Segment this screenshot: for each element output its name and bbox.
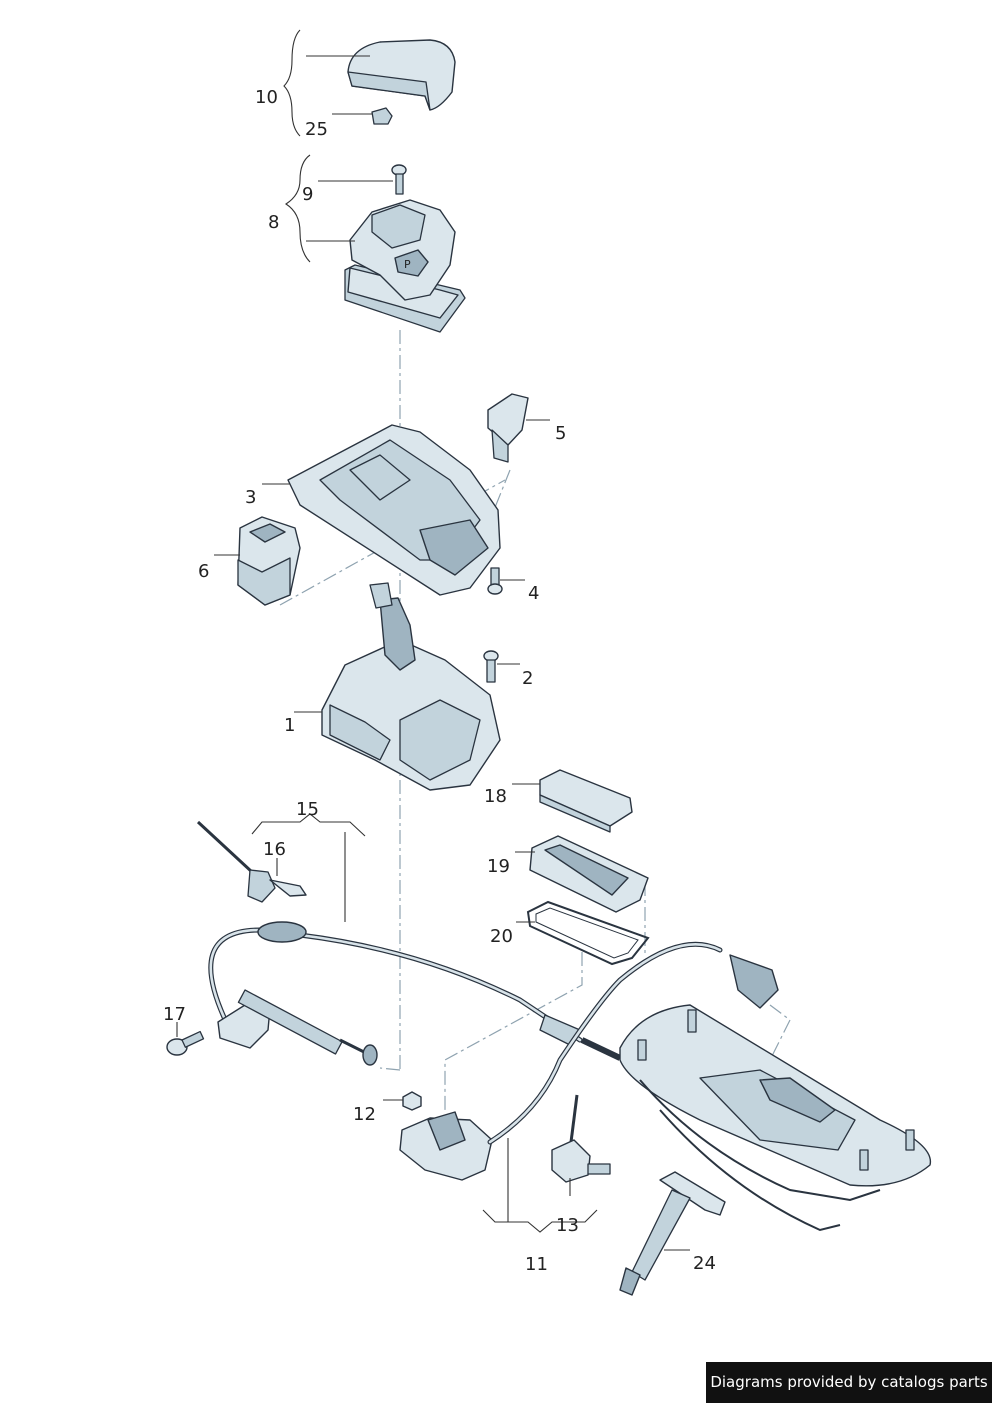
- part-11-cable-assembly: [399, 941, 779, 1181]
- label-18: 18: [484, 786, 507, 807]
- selector-base-plate: [619, 1004, 932, 1232]
- label-12: 12: [353, 1104, 376, 1125]
- part-13-bracket: [551, 1094, 611, 1183]
- selector-p-marking: P: [404, 258, 411, 271]
- credit-banner: Diagrams provided by catalogs parts: [706, 1362, 992, 1403]
- label-1: 1: [284, 715, 295, 736]
- label-11: 11: [525, 1254, 548, 1275]
- part-9-screw: [391, 164, 407, 195]
- part-19-housing: [529, 835, 649, 913]
- part-2-screw: [483, 650, 499, 683]
- part-18-handle: [539, 769, 633, 833]
- part-12-nut: [402, 1091, 422, 1111]
- label-6: 6: [198, 561, 209, 582]
- part-5-switch: [487, 393, 529, 463]
- label-4: 4: [528, 583, 539, 604]
- label-8: 8: [268, 212, 279, 233]
- label-25: 25: [305, 119, 328, 140]
- label-3: 3: [245, 487, 256, 508]
- label-5: 5: [555, 423, 566, 444]
- part-20-gasket: [526, 900, 650, 966]
- part-number-labels: 10 25 9 8 5 3 6 4 2 1 18 15 16 19 20 17 …: [163, 87, 716, 1275]
- label-24: 24: [693, 1253, 716, 1274]
- label-15: 15: [296, 799, 319, 820]
- part-15-selector-cable: [208, 921, 622, 1061]
- part-8-selector-lever-module: P: [344, 199, 466, 333]
- label-17: 17: [163, 1004, 186, 1025]
- label-2: 2: [522, 668, 533, 689]
- label-9: 9: [302, 184, 313, 205]
- leader-lines: [176, 29, 690, 1251]
- part-4-screw: [487, 567, 503, 595]
- part-3-trim-frame: [287, 424, 501, 596]
- part-17-bolt-and-bracket: [166, 989, 378, 1066]
- part-25-clip: [371, 107, 393, 125]
- label-10: 10: [255, 87, 278, 108]
- label-16: 16: [263, 839, 286, 860]
- part-6-switch-module: [237, 516, 301, 606]
- label-13: 13: [556, 1215, 579, 1236]
- label-19: 19: [487, 856, 510, 877]
- label-20: 20: [490, 926, 513, 947]
- part-10-selector-knob-cover: [347, 39, 456, 111]
- part-1-shift-mechanism: [321, 582, 501, 791]
- part-16-clip: [196, 820, 307, 903]
- part-24-tool: [619, 1171, 726, 1296]
